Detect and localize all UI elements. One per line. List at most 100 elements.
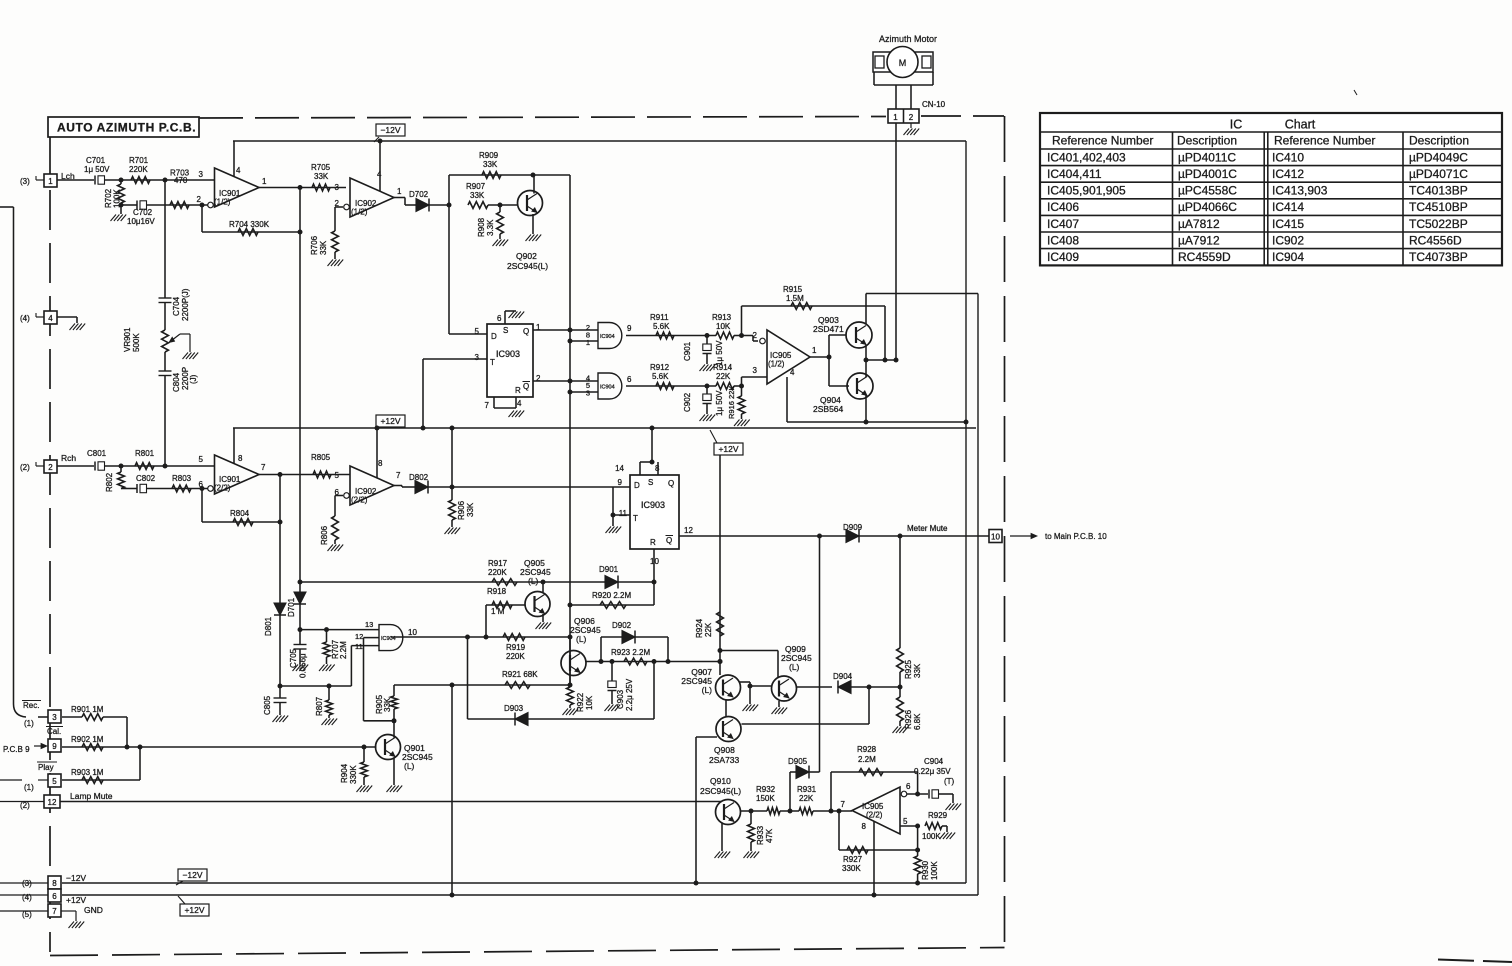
svg-text:6.8K: 6.8K [913,713,922,730]
svg-text:µPD4011C: µPD4011C [1178,150,1236,164]
svg-text:(1): (1) [24,783,34,792]
svg-text:R932: R932 [756,785,776,794]
svg-text:R921 68K: R921 68K [502,670,538,679]
svg-text:µA7912: µA7912 [1178,233,1220,247]
svg-text:9: 9 [52,742,57,751]
svg-text:Play: Play [38,763,54,772]
svg-text:D903: D903 [504,704,524,713]
svg-text:D701: D701 [287,597,296,617]
svg-text:GND: GND [84,905,103,915]
svg-text:R801: R801 [135,449,155,458]
svg-text:S: S [503,326,508,335]
svg-text:P.C.B 9: P.C.B 9 [3,745,30,754]
svg-text:1μ 50V: 1μ 50V [715,390,724,416]
svg-text:(3): (3) [20,177,30,186]
svg-text:22K: 22K [799,794,814,803]
svg-text:IC405,901,905: IC405,901,905 [1047,184,1126,198]
svg-text:330K: 330K [842,864,861,873]
svg-text:3: 3 [199,170,204,179]
svg-text:1.5M: 1.5M [786,294,804,303]
svg-text:1 M: 1 M [491,607,505,616]
svg-text:12: 12 [684,526,693,535]
svg-text:33K: 33K [470,191,485,200]
svg-text:µPD4049C: µPD4049C [1409,150,1468,164]
svg-text:220K: 220K [488,568,507,577]
svg-text:2SC945: 2SC945 [681,676,712,686]
svg-text:C904: C904 [924,757,944,766]
svg-text:R933: R933 [756,825,765,845]
svg-text:(L): (L) [576,634,587,644]
svg-text:5: 5 [335,471,340,480]
svg-text:Rec.: Rec. [23,701,39,710]
svg-text:0.22μ 35V: 0.22μ 35V [914,767,951,776]
svg-text:T: T [633,514,638,523]
svg-text:TC5022BP: TC5022BP [1409,217,1468,231]
svg-text:11: 11 [355,642,363,651]
svg-text:6: 6 [52,892,57,901]
svg-text:R: R [515,386,521,395]
svg-text:Description: Description [1177,134,1237,148]
svg-text:Q908: Q908 [714,745,735,755]
svg-text:100K: 100K [113,189,122,208]
svg-text:Lch: Lch [61,171,75,181]
svg-text:R702: R702 [104,188,113,208]
svg-text:6: 6 [906,782,911,791]
svg-text:R905: R905 [375,694,384,714]
svg-text:R904: R904 [340,763,349,783]
svg-text:AUTO AZIMUTH P.C.B.: AUTO AZIMUTH P.C.B. [57,121,196,135]
svg-text:R928: R928 [857,745,877,754]
svg-text:22K: 22K [704,622,713,637]
svg-text:R926: R926 [904,709,913,729]
svg-text:µPC4558C: µPC4558C [1178,184,1237,198]
svg-text:9: 9 [627,324,632,333]
svg-text:VR901: VR901 [123,327,132,352]
svg-text:5: 5 [903,817,908,826]
svg-text:1μ 50V: 1μ 50V [84,165,110,174]
svg-text:5: 5 [475,327,480,336]
svg-text:R704 330K: R704 330K [229,220,270,229]
svg-text:11: 11 [619,509,628,518]
svg-text:R805: R805 [311,453,331,462]
svg-text:C701: C701 [86,156,106,165]
svg-text:1: 1 [536,323,541,332]
svg-text:(T): (T) [944,777,955,786]
svg-text:Azimuth Motor: Azimuth Motor [879,34,937,44]
svg-text:(2/2): (2/2) [866,811,883,820]
svg-text:R913: R913 [712,313,732,322]
svg-text:C804: C804 [172,372,181,392]
svg-text:IC409: IC409 [1047,250,1079,264]
svg-text:R927: R927 [843,855,863,864]
svg-text:2: 2 [48,463,53,472]
svg-text:TC4013BP: TC4013BP [1409,184,1468,198]
svg-text:2SC945(L): 2SC945(L) [700,786,741,796]
svg-text:R924: R924 [695,618,704,638]
svg-text:R907: R907 [466,182,486,191]
svg-text:Q: Q [523,327,529,336]
svg-text:6: 6 [497,314,502,323]
svg-text:2SB564: 2SB564 [813,404,844,414]
svg-text:Q901: Q901 [404,743,425,753]
svg-text:2SC945: 2SC945 [570,625,601,635]
svg-text:3.3K: 3.3K [486,219,495,236]
svg-text:R929: R929 [928,811,948,820]
svg-text:R919: R919 [506,643,526,652]
svg-text:10K: 10K [585,695,594,710]
svg-text:Q904: Q904 [820,395,841,405]
svg-text:1: 1 [262,177,267,186]
svg-text:IC: IC [1230,118,1243,132]
svg-text:R906: R906 [457,500,466,520]
svg-text:IC902: IC902 [355,199,377,208]
svg-text:2: 2 [197,195,202,204]
svg-text:Reference Number: Reference Number [1052,134,1153,148]
svg-text:R920 2.2M: R920 2.2M [592,591,631,600]
svg-text:C704: C704 [172,296,181,316]
svg-text:2.2M: 2.2M [858,755,876,764]
svg-text:T: T [490,358,495,367]
svg-text:5: 5 [52,777,57,786]
svg-text:2SC945: 2SC945 [781,653,812,663]
svg-text:C705: C705 [289,648,298,668]
svg-text:C702: C702 [133,208,153,217]
svg-text:D902: D902 [612,621,632,630]
svg-text:R916 22K: R916 22K [727,386,736,419]
svg-text:33K: 33K [314,172,329,181]
